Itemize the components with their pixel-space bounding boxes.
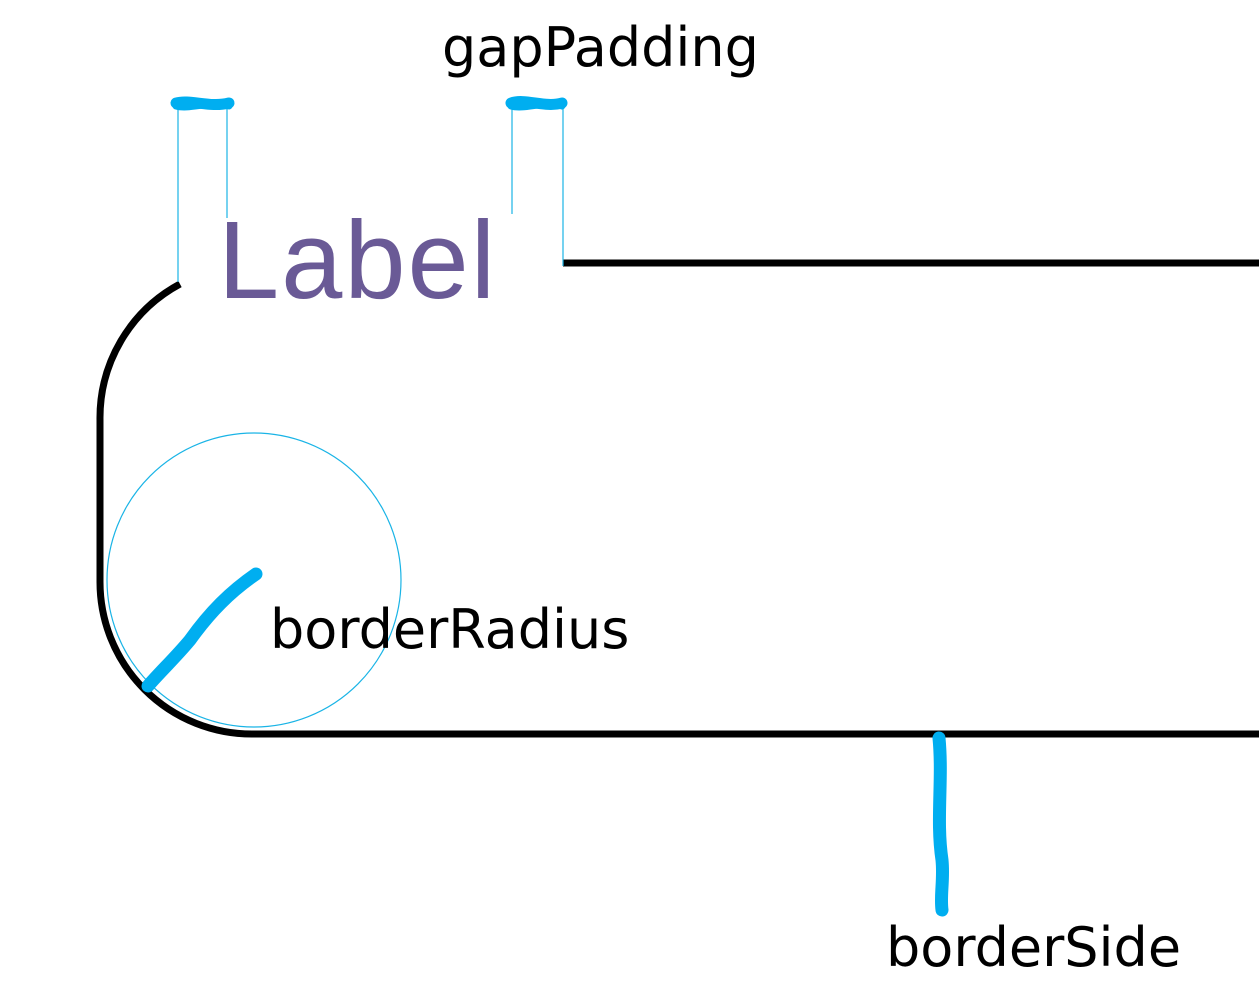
gap-padding-guides <box>177 104 564 282</box>
gap-padding-markers <box>170 96 568 111</box>
border-radius-marker <box>141 567 263 693</box>
border-radius-guide-circle <box>106 432 402 728</box>
border-side-marker <box>932 731 950 917</box>
gap-padding-annotation: gapPadding <box>442 16 759 79</box>
outline-border <box>96 280 1259 738</box>
border-radius-annotation: borderRadius <box>270 598 629 661</box>
border-side-annotation: borderSide <box>886 916 1181 979</box>
field-label: Label <box>218 199 497 322</box>
